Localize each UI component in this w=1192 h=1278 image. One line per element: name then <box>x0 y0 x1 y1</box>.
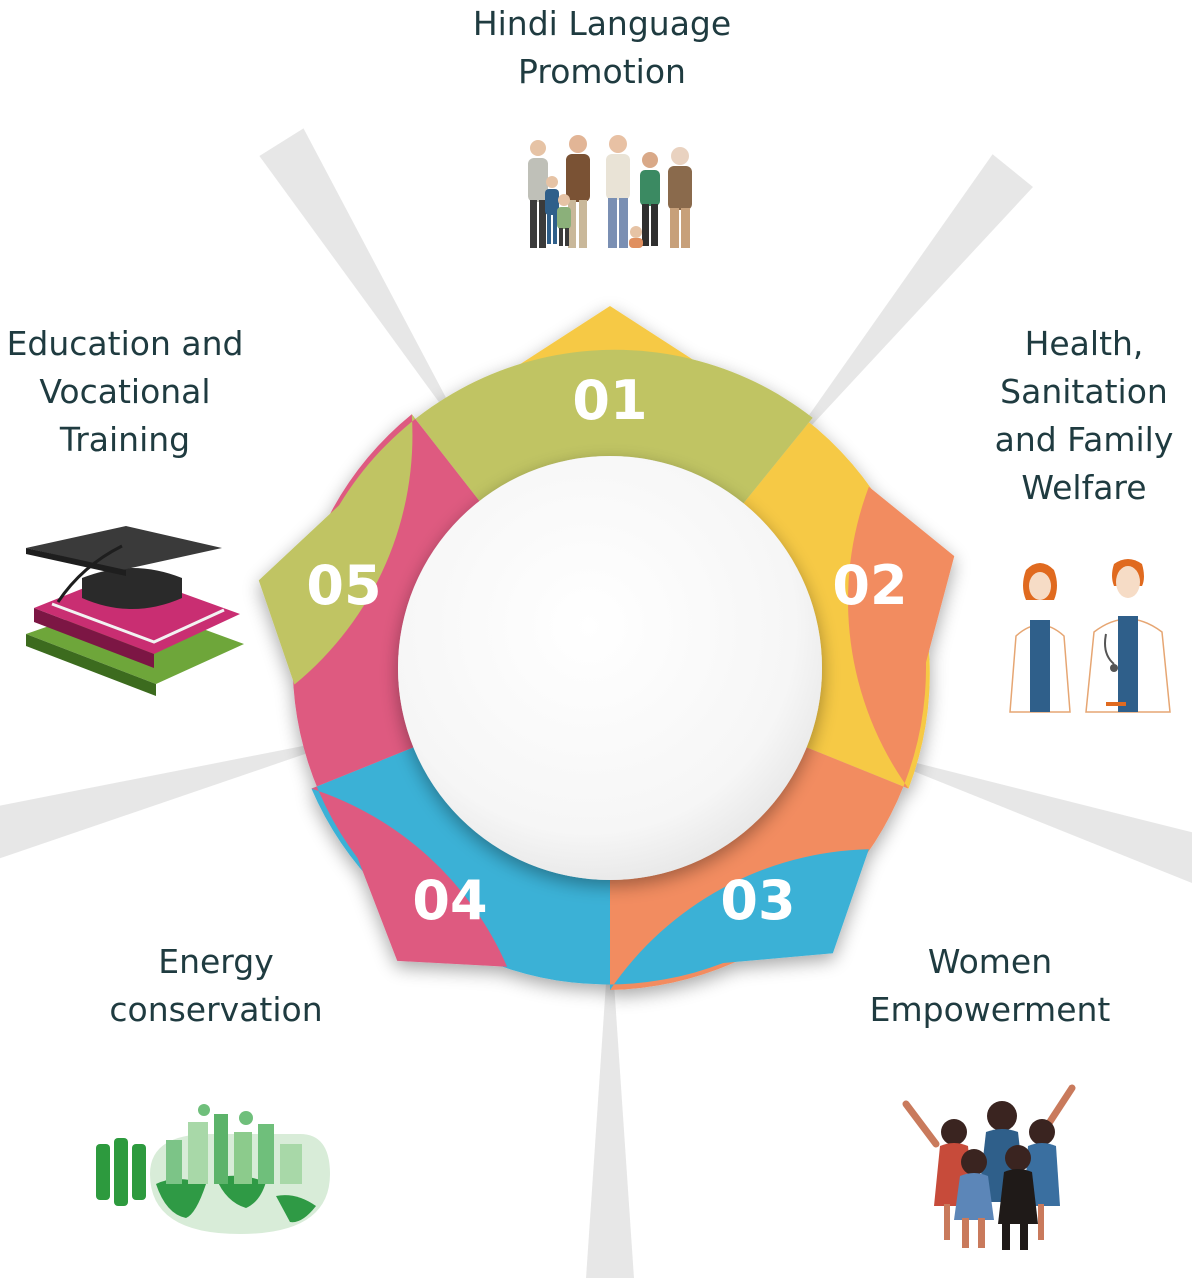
label-line: Energy <box>158 942 274 981</box>
segment-numbers: 01 02 03 04 05 <box>306 369 907 932</box>
center-circle <box>398 456 822 880</box>
ray-3 <box>894 757 1192 884</box>
label-women-empowerment: Women Empowerment <box>860 938 1120 1034</box>
label-line: Promotion <box>518 52 686 91</box>
graduation-books-icon <box>26 526 244 696</box>
ray-1 <box>259 128 454 416</box>
label-line: Sanitation <box>1000 372 1168 411</box>
ray-5 <box>0 742 321 859</box>
label-health-sanitation-family-welfare: Health, Sanitation and Family Welfare <box>968 320 1192 512</box>
label-line: and Family <box>994 420 1174 459</box>
segment-number-04: 04 <box>412 869 487 932</box>
label-hindi-language-promotion: Hindi Language Promotion <box>452 0 752 96</box>
doctors-icon <box>1009 559 1171 713</box>
divider-rays <box>0 128 1192 1278</box>
label-line: Education and <box>6 324 244 363</box>
women-group-icon <box>902 1084 1076 1250</box>
label-line: Health, <box>1024 324 1144 363</box>
segment-05 <box>258 349 813 685</box>
label-line: Training <box>59 420 191 459</box>
label-line: Hindi Language <box>472 4 732 43</box>
ray-2 <box>796 154 1033 437</box>
family-group-icon <box>528 135 692 248</box>
segment-ring <box>258 306 955 990</box>
label-energy-conservation: Energy conservation <box>96 938 336 1034</box>
green-city-bulb-icon <box>96 1104 330 1234</box>
label-education-vocational-training: Education and Vocational Training <box>0 320 250 464</box>
label-line: Empowerment <box>869 990 1111 1029</box>
segment-01 <box>517 306 930 789</box>
label-line: Women <box>927 942 1053 981</box>
ray-4 <box>586 968 634 1278</box>
segment-number-05: 05 <box>306 554 381 617</box>
segment-number-03: 03 <box>720 869 795 932</box>
label-line: conservation <box>109 990 323 1029</box>
label-line: Welfare <box>1021 468 1147 507</box>
segment-number-01: 01 <box>572 369 647 432</box>
segment-02 <box>610 486 955 990</box>
label-line: Vocational <box>39 372 211 411</box>
segment-number-02: 02 <box>832 554 907 617</box>
